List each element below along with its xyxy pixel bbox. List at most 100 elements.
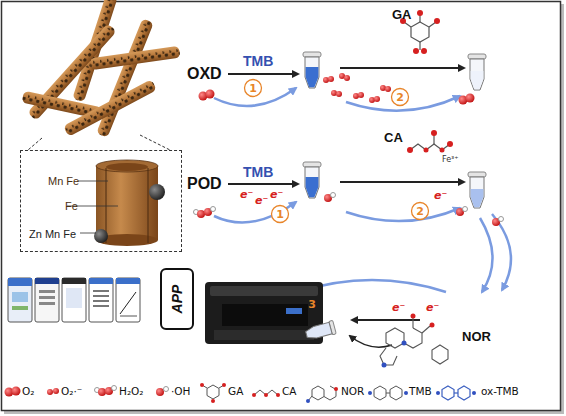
legend-icon: [222, 383, 226, 387]
legend-text: TMB: [409, 386, 432, 397]
step-number: 2: [416, 206, 424, 217]
oxygen-molecule: [206, 90, 215, 99]
citric-acid-molecule: [447, 141, 453, 147]
legend-icon: [207, 385, 219, 399]
legend-icon: [374, 386, 386, 400]
superoxide-molecule: [344, 75, 350, 81]
core-shell-cylinder: [149, 184, 165, 200]
superoxide-molecule: [374, 96, 380, 102]
eppendorf-tube: [468, 172, 486, 208]
eppendorf-tube: [468, 172, 486, 177]
nanorod-illustration: [28, 138, 42, 150]
legend-text: GA: [228, 386, 243, 397]
phone-screenshot: [8, 278, 140, 322]
phone-screenshot: [89, 278, 113, 284]
step-circle: [412, 203, 429, 220]
phone-screenshot: [93, 305, 109, 307]
citric-acid-molecule: [431, 130, 437, 136]
citric-acid-molecule: [424, 148, 429, 153]
eppendorf-tube: [303, 52, 321, 57]
gallic-acid-molecule: [417, 10, 423, 16]
legend-icon: [436, 391, 440, 395]
legend-icon: [374, 386, 402, 400]
norfloxacin-molecule: [412, 318, 413, 328]
app-label: APP: [170, 285, 184, 314]
nanorod-illustration: [89, 45, 180, 71]
core-shell-cylinder: [106, 163, 148, 171]
electron-label: e⁻: [270, 189, 283, 200]
phone-screenshot: [120, 292, 136, 314]
superoxide-molecule: [358, 92, 364, 98]
hydroxyl-radical: [324, 193, 504, 227]
legend-icon: [442, 386, 454, 400]
phone-screenshot: [35, 278, 59, 322]
norfloxacin-molecule: [422, 326, 430, 333]
nanorod-illustration: [95, 18, 154, 138]
norfloxacin-molecule: [404, 328, 422, 348]
reaction-arrow: [228, 183, 298, 185]
step-circle: [245, 80, 262, 97]
nanorod-illustration: [95, 18, 154, 138]
reaction-arrow: [228, 73, 298, 75]
phone-screenshot: [62, 278, 86, 322]
oxygen-molecule: [199, 90, 475, 105]
legend-icon: [98, 388, 106, 396]
citric-acid-molecule: [440, 148, 445, 153]
gallic-acid-molecule: [421, 48, 427, 54]
peroxide-molecule: [211, 207, 216, 212]
legend-icon: [334, 387, 338, 391]
nanorod-illustration: [63, 78, 158, 137]
phone-screenshot: [12, 306, 28, 310]
hydroxyl-radical: [463, 207, 468, 212]
norfloxacin-molecule: [386, 328, 404, 348]
step-circle: [272, 206, 289, 223]
smartphone-reader: [214, 330, 314, 340]
phone-screenshot: [89, 278, 113, 322]
reaction-arrow: [340, 67, 464, 69]
legend-text: ·OH: [171, 386, 191, 397]
step-number: 1: [249, 83, 257, 94]
legend-icon: [5, 383, 477, 403]
nanorod-illustration: [63, 79, 157, 137]
legend-icon: [12, 387, 21, 396]
step-circle: [245, 80, 429, 313]
legend-icon: [312, 386, 324, 400]
legend-icon: [264, 393, 268, 397]
norfloxacin-molecule: [382, 363, 387, 368]
smartphone-reader: [305, 320, 337, 341]
analyte-label: NOR: [462, 330, 491, 343]
legend-icon: [308, 386, 336, 401]
hydroxyl-radical: [499, 217, 504, 222]
composition-label: Zn Mn Fe: [29, 229, 76, 240]
nanorod-illustration: [21, 0, 180, 150]
norfloxacin-molecule: [402, 341, 407, 346]
molecule-label: CA: [384, 131, 403, 144]
superoxide-molecule: [369, 97, 375, 103]
eppendorf-tube: [470, 177, 484, 208]
hydroxyl-radical: [331, 193, 336, 198]
legend-text: NOR: [341, 386, 364, 397]
citric-acid-molecule: [407, 147, 413, 153]
eppendorf-tube: [303, 162, 321, 198]
eppendorf-tube: [306, 67, 319, 87]
ion-label: Fe³⁺: [442, 156, 459, 164]
smartphone-reader: [305, 322, 332, 340]
citric-acid-molecule: [407, 130, 453, 153]
step-number: 1: [276, 209, 284, 220]
smartphone-reader: [205, 282, 323, 344]
gallic-acid-molecule: [434, 18, 440, 24]
legend-icon: [211, 399, 215, 403]
smartphone-reader: [210, 286, 318, 296]
smartphone-reader: [222, 304, 308, 326]
superoxide-molecule: [353, 93, 359, 99]
step-circle: [392, 89, 409, 106]
legend-icon: [47, 389, 53, 395]
eppendorf-tube: [468, 54, 486, 59]
legend-icon: [368, 391, 372, 395]
superoxide-molecule: [328, 76, 334, 82]
phone-screenshot: [66, 288, 82, 308]
electron-label: e⁻: [255, 195, 268, 206]
superoxide-molecule: [385, 86, 391, 92]
core-shell-cylinder: [148, 168, 149, 243]
